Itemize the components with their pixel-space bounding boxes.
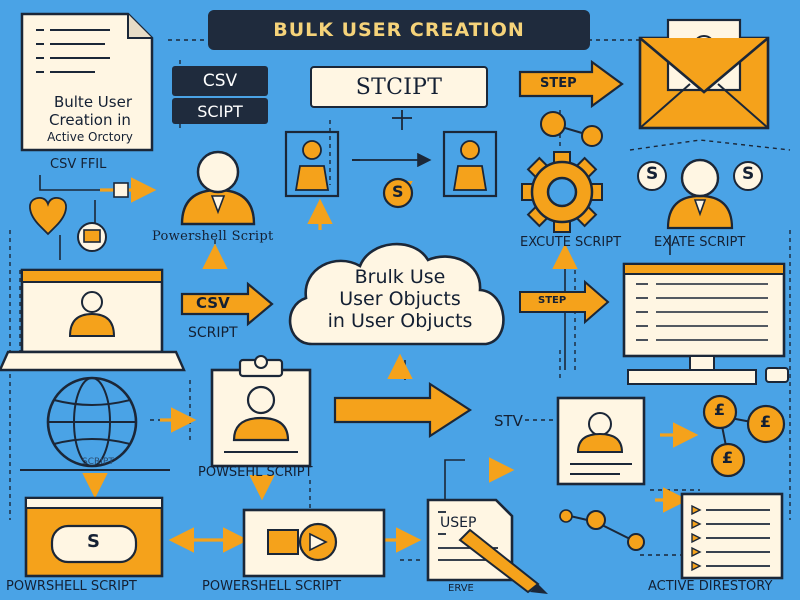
- user-label: USEP: [440, 515, 477, 531]
- csv-file-label: CSV FFIL: [50, 157, 107, 172]
- frame-link-arrows: [352, 110, 432, 168]
- cloud-text-line1: Brulk Use: [354, 266, 446, 288]
- document-icon: [20, 12, 154, 152]
- s-coin-center: [382, 177, 414, 209]
- active-directory-label: ACTIVE DIRESTORY: [648, 579, 773, 594]
- script-left-label: SCRIPT: [188, 325, 238, 341]
- envelope-icon: [638, 18, 770, 130]
- exate-script-label: EXATE SCRIPT: [654, 235, 746, 250]
- powershell-script-bottom-label: POWERSHELL SCRIPT: [202, 579, 342, 594]
- box-icon-bottom-center: [242, 508, 386, 578]
- monitor-icon: [622, 262, 789, 385]
- user-frame-left: [284, 130, 340, 198]
- dashed-connectors: [9, 39, 791, 561]
- arrow-step-right: [519, 279, 610, 325]
- execute-script-label: EXCUTE SCRIPT: [520, 235, 622, 250]
- csv-arrow-label: CSV: [196, 294, 230, 312]
- coin-symbol-1: £: [714, 400, 726, 419]
- cloud-text-line3: in User Objucts: [327, 310, 473, 332]
- powrshell-script-label: POWRSHELL SCRIPT: [6, 579, 137, 594]
- doc-text-line1: Bulte User: [53, 93, 133, 111]
- screen-icon-bottom-left: [24, 496, 164, 578]
- globe-icon: [20, 376, 170, 471]
- clipboard-icon: [210, 355, 312, 468]
- stv-label: STV: [494, 412, 523, 430]
- doc-text-line2: Creation in: [49, 111, 131, 129]
- laptop-icon: [0, 268, 186, 372]
- coin-icon-network: [702, 394, 786, 478]
- heart-icon: [29, 196, 67, 236]
- coin-chain: [559, 509, 645, 551]
- coin-symbol-2: £: [760, 412, 772, 431]
- clipboard-icon-right: [556, 396, 646, 486]
- user-icon-powershell: [180, 150, 256, 226]
- step-small-label: STEP: [538, 295, 567, 306]
- arrow-center-big: [333, 381, 473, 439]
- coin-cluster-top: [540, 111, 603, 147]
- erve-label: ERVE: [448, 583, 474, 594]
- user-frame-right: [442, 130, 498, 198]
- gear-icon: [521, 151, 603, 233]
- s-coin-center-text: S: [392, 182, 404, 201]
- arrow-step-top: [518, 59, 624, 109]
- s-box-text: S: [87, 531, 100, 552]
- csv-tag-text: CSV: [202, 71, 238, 91]
- stcipt-box: STCIPT: [310, 66, 488, 108]
- script-tag: SCIPT: [172, 98, 268, 124]
- user-icon-exate: [637, 158, 763, 230]
- script-tag-text: SCIPT: [197, 101, 243, 121]
- page-title: BULK USER CREATION: [208, 10, 590, 50]
- small-square-icon: [113, 182, 129, 198]
- powershell-script-label: Powershell Script: [152, 229, 274, 244]
- step-arrow-label: STEP: [540, 76, 577, 91]
- doc-text-line3: Active Orctory: [47, 130, 133, 144]
- s-coin-right2-text: S: [742, 164, 755, 184]
- coin-symbol-3: £: [722, 448, 734, 467]
- powsell-script-label: POWSEHL SCRIPT: [198, 465, 313, 480]
- page-title-text: BULK USER CREATION: [273, 19, 525, 41]
- cloud-text-line2: User Objucts: [339, 288, 461, 310]
- stcipt-text: STCIPT: [355, 74, 443, 100]
- cloud-icon: [288, 242, 505, 346]
- list-document-icon: [680, 492, 784, 580]
- pen-icon: [458, 528, 548, 594]
- s-coin-right1-text: S: [646, 164, 659, 184]
- arrow-csv: [180, 281, 274, 327]
- cam-icon: [77, 222, 107, 252]
- csv-tag: CSV: [172, 66, 268, 96]
- faded-script-label: SCRIPT: [82, 457, 114, 467]
